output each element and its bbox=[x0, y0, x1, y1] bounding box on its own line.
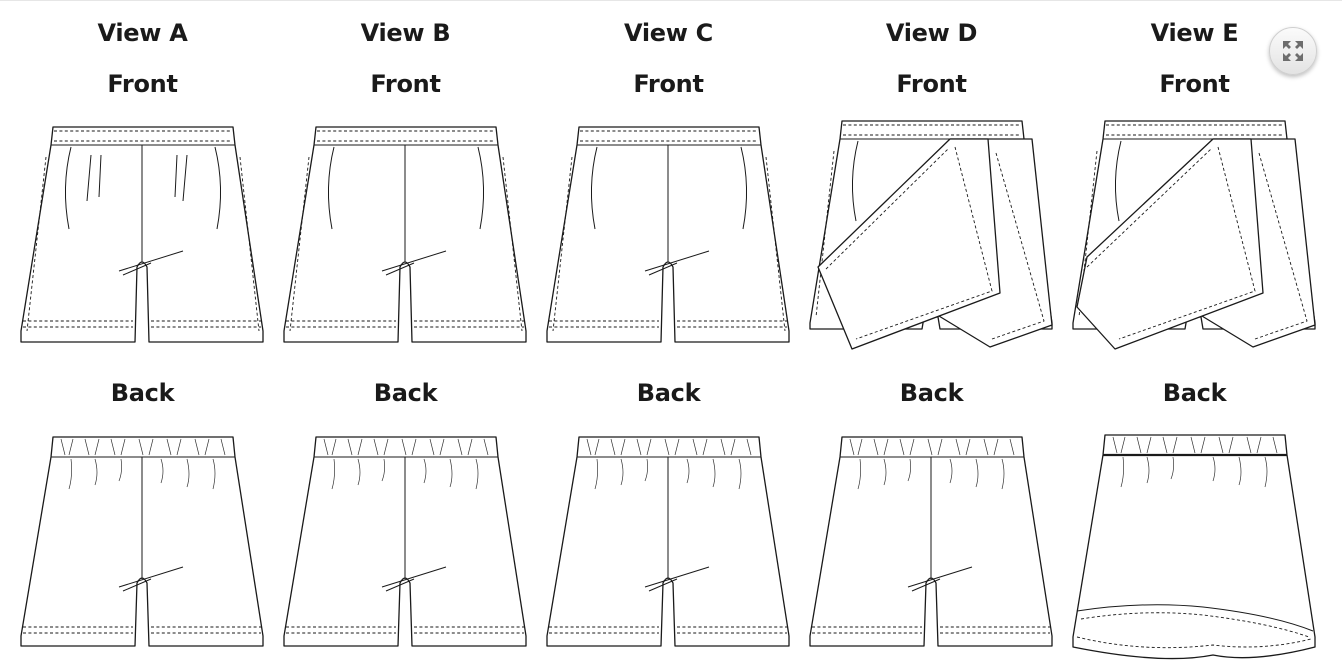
expand-arrows-icon bbox=[1283, 41, 1303, 61]
view-b-front-sketch bbox=[283, 126, 527, 343]
view-b-back-label: Back bbox=[373, 379, 438, 407]
view-c-front-label: Front bbox=[633, 70, 704, 98]
view-a-front-sketch bbox=[20, 126, 264, 343]
view-b-title: View B bbox=[360, 19, 451, 47]
view-e-front-label: Front bbox=[1159, 70, 1230, 98]
view-d-back-sketch bbox=[809, 436, 1053, 647]
view-d-back-label: Back bbox=[899, 379, 964, 407]
view-e-back-label: Back bbox=[1162, 379, 1227, 407]
view-e-back-sketch bbox=[1072, 434, 1316, 660]
view-e-column: View E Front Back bbox=[1063, 1, 1326, 667]
view-d-title: View D bbox=[885, 19, 978, 47]
view-e-front-sketch bbox=[1072, 120, 1316, 350]
view-c-back-sketch bbox=[546, 436, 790, 647]
view-a-back-sketch bbox=[20, 436, 264, 647]
view-a-back-label: Back bbox=[110, 379, 175, 407]
view-d-front-label: Front bbox=[896, 70, 967, 98]
view-d-column: View D Front Back bbox=[800, 1, 1063, 667]
view-c-column: View C Front Back bbox=[537, 1, 800, 667]
view-a-title: View A bbox=[97, 19, 188, 47]
view-a-front-label: Front bbox=[107, 70, 178, 98]
view-b-back-sketch bbox=[283, 436, 527, 647]
view-c-back-label: Back bbox=[636, 379, 701, 407]
view-e-title: View E bbox=[1150, 19, 1239, 47]
view-a-column: View A Front Back bbox=[11, 1, 274, 667]
view-c-front-sketch bbox=[546, 126, 790, 343]
view-c-title: View C bbox=[624, 19, 713, 47]
expand-button[interactable] bbox=[1269, 27, 1317, 75]
view-d-front-sketch bbox=[809, 120, 1053, 350]
view-b-column: View B Front Back bbox=[274, 1, 537, 667]
view-b-front-label: Front bbox=[370, 70, 441, 98]
